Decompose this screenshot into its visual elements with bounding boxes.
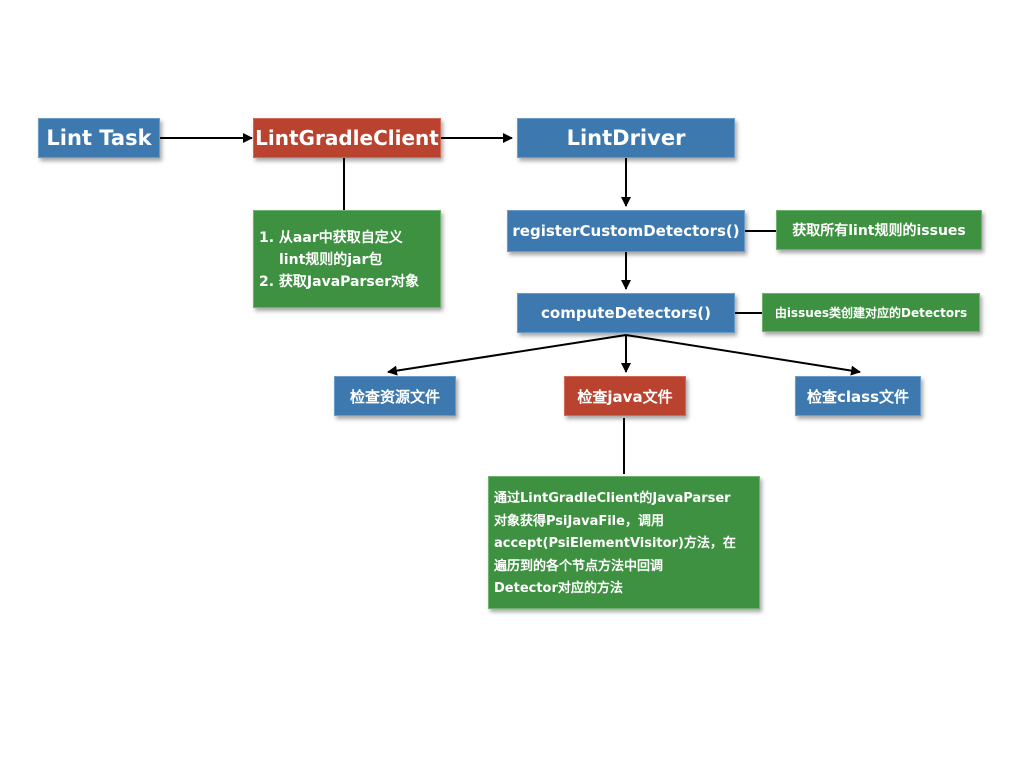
- java-note-line-1: 通过LintGradleClient的JavaParser: [494, 491, 731, 506]
- check-class-node: 检查class文件: [795, 376, 921, 416]
- compute-detectors-label: computeDetectors(): [541, 304, 711, 322]
- java-note: 通过LintGradleClient的JavaParser 对象获得PsiJav…: [488, 476, 760, 609]
- java-note-line-4: 遍历到的各个节点方法中回调: [494, 558, 664, 574]
- lint-task-label: Lint Task: [46, 126, 152, 150]
- register-custom-detectors-node: registerCustomDetectors(): [507, 210, 745, 252]
- check-resource-node: 检查资源文件: [334, 376, 456, 416]
- java-note-line-3: accept(PsiElementVisitor)方法，在: [494, 536, 736, 551]
- gradle-client-note-line-2: lint规则的jar包: [279, 252, 383, 268]
- register-custom-detectors-label: registerCustomDetectors(): [512, 222, 740, 240]
- lint-gradle-client-label: LintGradleClient: [255, 126, 439, 150]
- register-note-label: 获取所有lint规则的issues: [792, 223, 966, 239]
- check-java-label: 检查java文件: [577, 387, 673, 406]
- lint-driver-label: LintDriver: [566, 126, 686, 150]
- lint-task-node: Lint Task: [38, 118, 160, 158]
- gradle-client-note-line-1: 1. 从aar中获取自定义: [259, 230, 403, 246]
- check-resource-label: 检查资源文件: [349, 387, 440, 406]
- check-java-node: 检查java文件: [564, 376, 686, 416]
- compute-note: 由issues类创建对应的Detectors: [762, 293, 980, 332]
- gradle-client-note: 1. 从aar中获取自定义 lint规则的jar包 2. 获取JavaParse…: [253, 210, 441, 308]
- gradle-client-note-line-3: 2. 获取JavaParser对象: [259, 274, 420, 290]
- java-note-line-2: 对象获得PsiJavaFile，调用: [494, 513, 664, 529]
- check-class-label: 检查class文件: [806, 387, 909, 406]
- lint-gradle-client-node: LintGradleClient: [253, 118, 441, 158]
- java-note-line-5: Detector对应的方法: [494, 581, 623, 596]
- compute-note-label: 由issues类创建对应的Detectors: [774, 306, 968, 320]
- compute-detectors-node: computeDetectors(): [517, 293, 735, 333]
- arrow-compute-to-check-class: [625, 334, 861, 376]
- arrow-compute-to-check-resource: [387, 334, 627, 376]
- lint-driver-node: LintDriver: [517, 118, 735, 158]
- register-note: 获取所有lint规则的issues: [776, 210, 982, 250]
